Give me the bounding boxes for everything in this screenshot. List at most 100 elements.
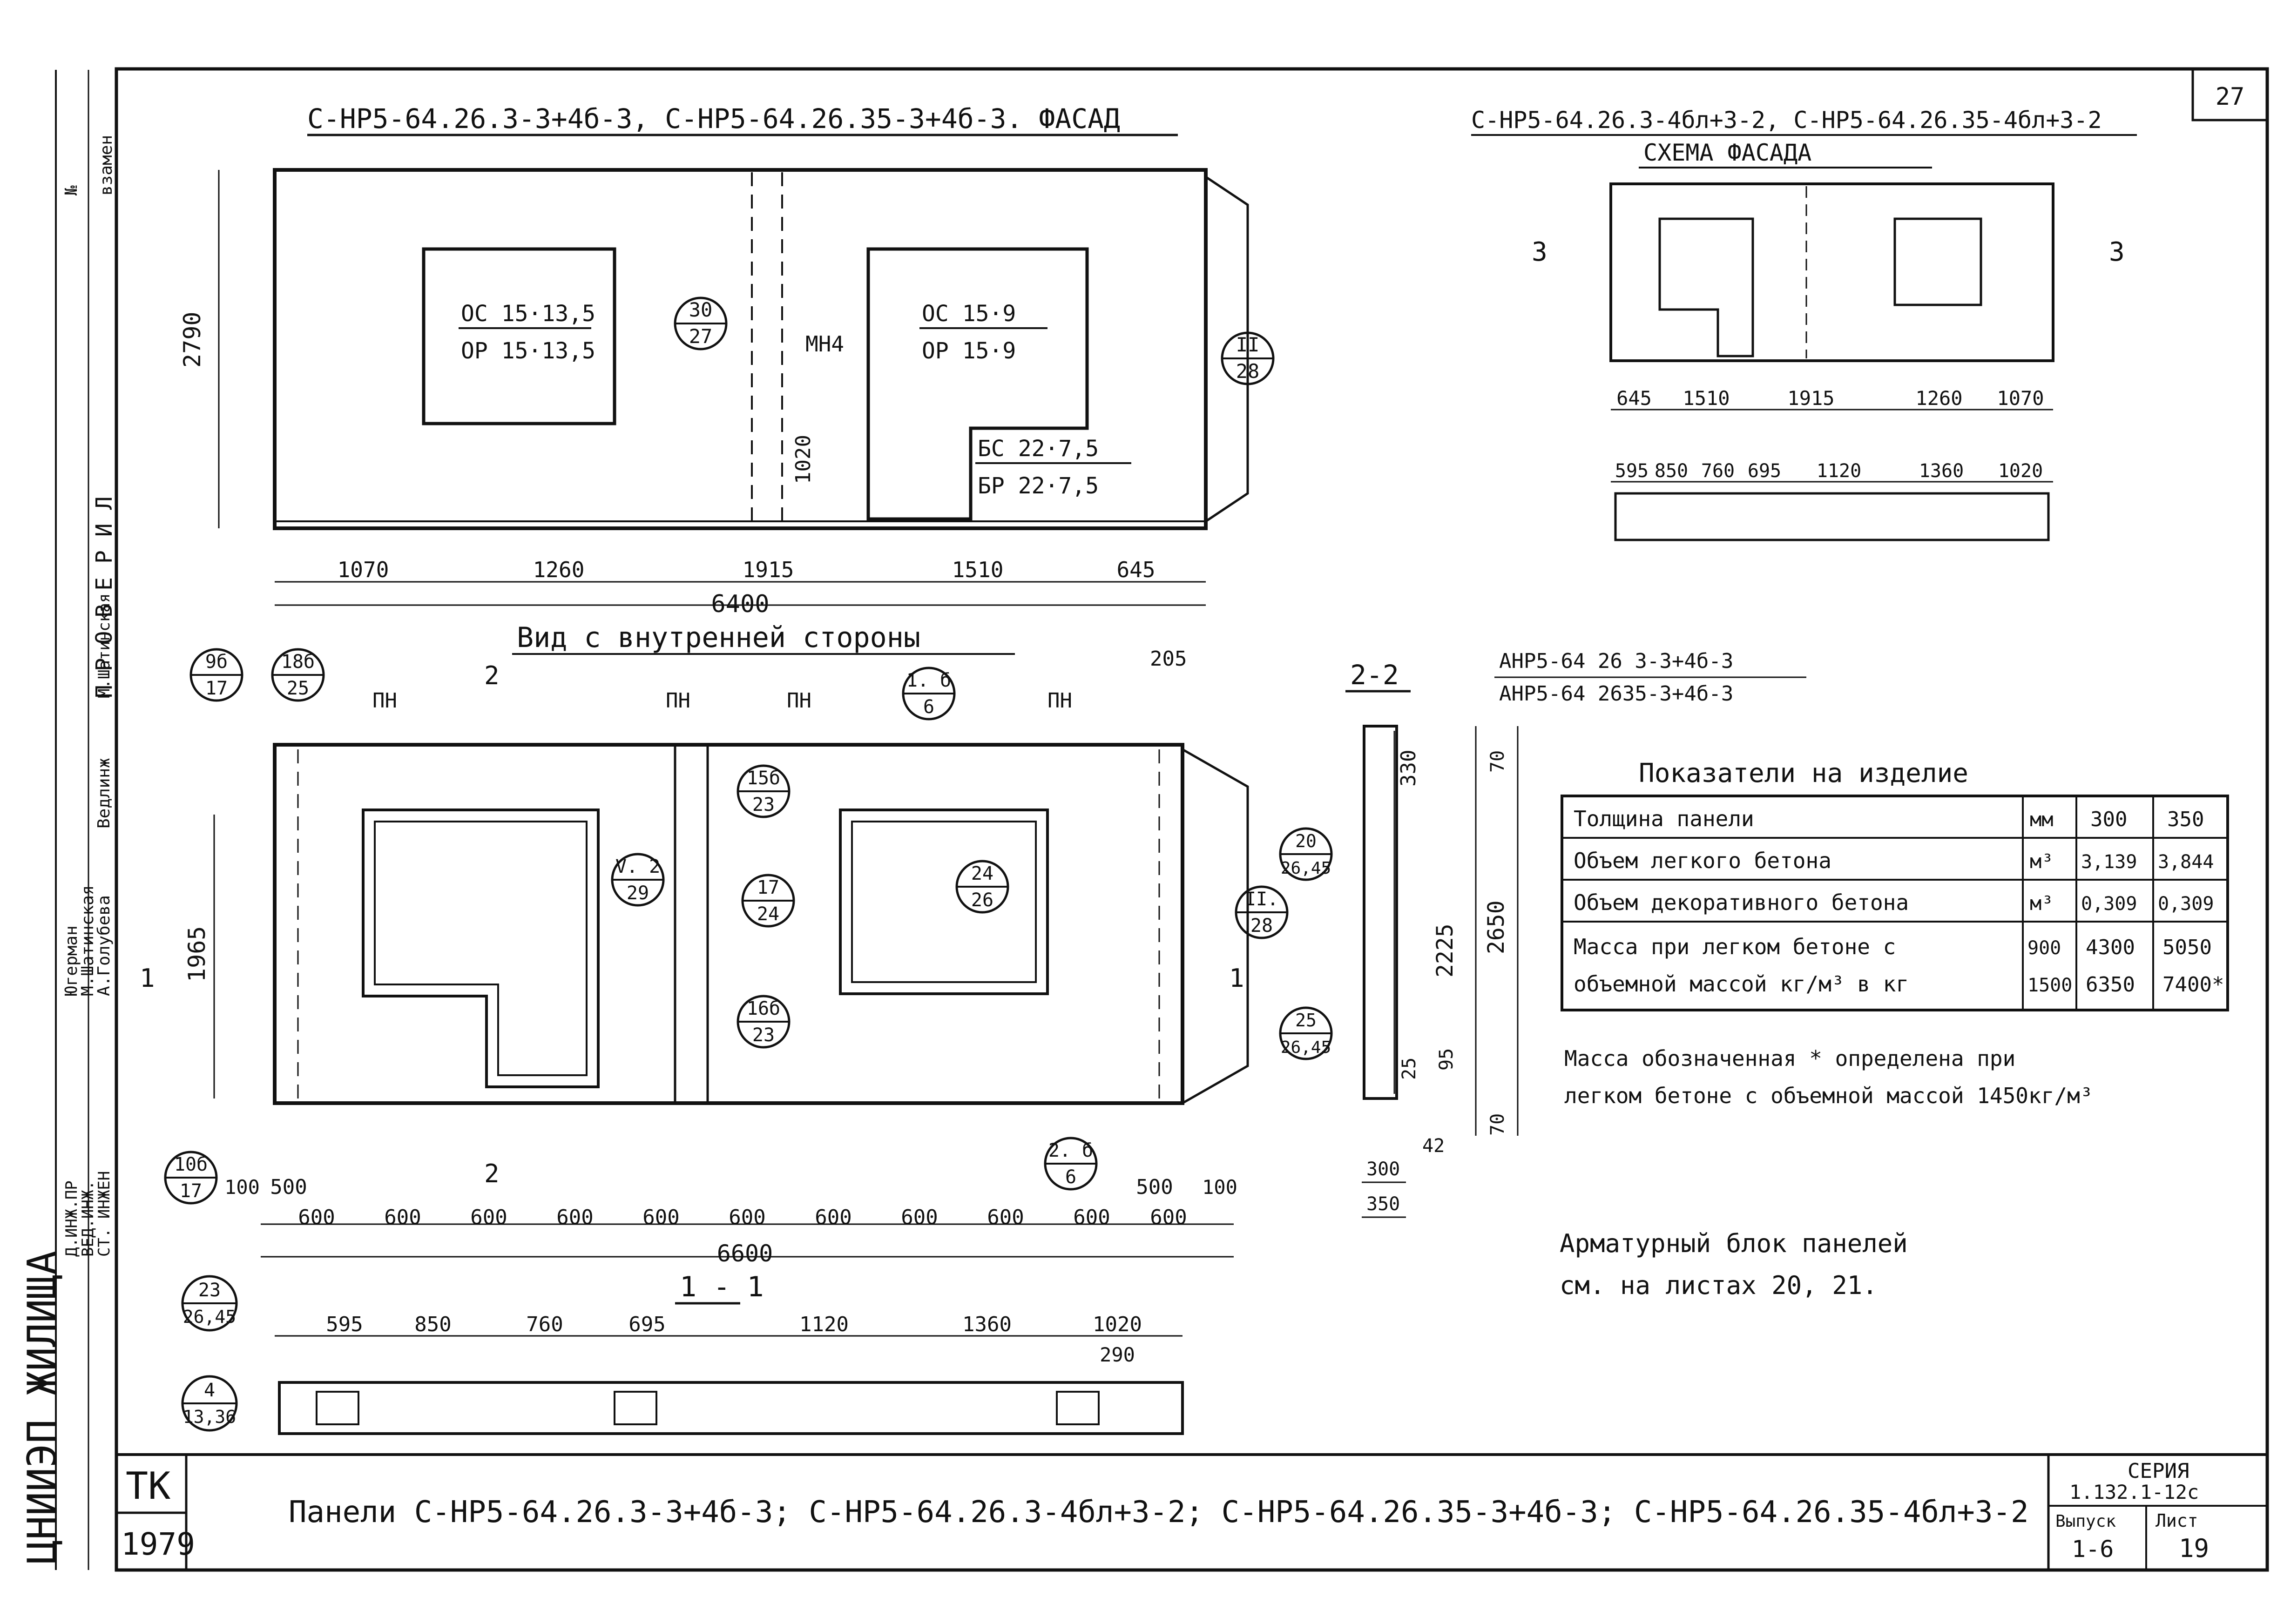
indicators-table [1561, 795, 2229, 1011]
scheme-dim-top-1: 645 [1616, 387, 1652, 410]
window-left-line2: ОР 15·13,5 [461, 338, 595, 364]
mass-350-900: 5050 [2162, 936, 2212, 959]
mass-300-900: 4300 [2086, 936, 2135, 959]
side-name-4: Ведлинж [95, 758, 114, 829]
mass-label-line2: объемной массой кг/м³ в кг [1574, 971, 1909, 997]
callout-9b-17: 9б 17 [189, 648, 243, 702]
svg-text:28: 28 [1250, 915, 1273, 937]
scheme-dim-bot-4: 695 [1748, 460, 1781, 482]
inside-overall-dim: 6600 [717, 1240, 773, 1267]
svg-text:24: 24 [757, 903, 779, 925]
svg-text:0,309: 0,309 [2158, 893, 2214, 915]
svg-text:600: 600 [384, 1206, 421, 1229]
s22-dim-2225: 2225 [1432, 923, 1458, 977]
callout-18b-25: 18б 25 [271, 648, 325, 702]
section-1-left: 1 [140, 964, 155, 993]
svg-text:18б: 18б [281, 651, 315, 673]
svg-text:13,36: 13,36 [183, 1407, 236, 1427]
svg-text:23: 23 [752, 1024, 775, 1046]
pn-label-1: ПН [372, 689, 397, 713]
scheme-subtitle: СХЕМА ФАСАДА [1643, 139, 1811, 166]
side-name-5: М.Шатинская [95, 593, 114, 698]
sheet-number-box [2191, 67, 2269, 121]
s11-dim-1: 595 [326, 1313, 363, 1336]
pn-label-4: ПН [1047, 689, 1072, 713]
stamp-title: Панели С-НР5-64.26.3-3+4б-3; С-НР5-64.26… [289, 1495, 2029, 1530]
facade-title: С-НР5-64.26.3-3+4б-3, С-НР5-64.26.35-3+4… [307, 103, 1120, 135]
s22-dim-95: 95 [1436, 1048, 1457, 1071]
svg-text:600: 600 [556, 1206, 593, 1229]
callout-30-27 [674, 296, 728, 350]
side-org-vertical: ЦНИИЭП ЖИЛИЩА [19, 1251, 66, 1564]
callout-15b-23: 15б 23 [737, 764, 791, 818]
svg-text:1. б: 1. б [906, 670, 951, 691]
svg-text:II.: II. [1245, 889, 1278, 910]
scheme-section-3-right: 3 [2109, 237, 2125, 267]
mh4-label: МН4 [805, 331, 844, 357]
callout-ii-28 [1221, 331, 1275, 385]
section-11-profile [278, 1381, 1184, 1435]
svg-text:600: 600 [1073, 1206, 1110, 1229]
scheme-title: С-НР5-64.26.3-4бл+3-2, С-НР5-64.26.35-4б… [1471, 107, 2102, 134]
mass-350-1500: 7400* [2162, 973, 2224, 997]
section-2-top: 2 [484, 661, 500, 690]
section-22-mark-1: АНР5-64 26 3-3+4б-3 [1499, 649, 1733, 673]
facade-end-profile [1205, 175, 1249, 523]
mass-label-line1: Масса при легком бетоне с [1574, 934, 1896, 959]
s22-dim-70-bottom: 70 [1487, 1113, 1508, 1136]
svg-text:3,844: 3,844 [2158, 851, 2214, 873]
window-left [422, 247, 616, 425]
svg-text:29: 29 [627, 883, 649, 904]
side-name-3: А.Голубева [95, 895, 114, 996]
svg-text:26,45: 26,45 [1281, 859, 1331, 878]
stamp-org: ТК [126, 1464, 170, 1508]
scheme-opening-right [1893, 217, 1982, 306]
s11-dim-2: 850 [414, 1313, 451, 1336]
callout-16b-23: 16б 23 [737, 995, 791, 1049]
svg-text:27: 27 [689, 325, 713, 348]
scheme-opening-left [1658, 217, 1754, 357]
facade-dim-1: 1070 [338, 557, 389, 582]
svg-text:м³: м³ [2030, 850, 2054, 873]
svg-text:26: 26 [971, 889, 993, 911]
svg-text:17: 17 [757, 877, 779, 898]
svg-text:600: 600 [987, 1206, 1024, 1229]
issue-label: Выпуск [2055, 1512, 2116, 1531]
facade-dim-chain [275, 581, 1206, 606]
s22-dim-2650: 2650 [1483, 900, 1509, 954]
s22-dim-25: 25 [1399, 1058, 1420, 1080]
inside-dim-600-chain: 600 600 600 600 600 600 600 600 600 600 … [298, 1206, 1187, 1229]
svg-text:6: 6 [1065, 1166, 1076, 1188]
side-role-3: СТ. ИНЖЕН [95, 1171, 114, 1257]
s11-dim-6: 1360 [962, 1313, 1012, 1336]
scheme-dim-top-4: 1260 [1915, 387, 1962, 410]
s11-dim-290: 290 [1100, 1343, 1135, 1366]
mass-density-1500: 1500 [2027, 975, 2072, 996]
s11-dim-7: 1020 [1093, 1313, 1142, 1336]
side-proveril: П Р О В Е Р И Л [91, 497, 117, 698]
inside-opening-right [839, 809, 1049, 995]
svg-text:15б: 15б [747, 768, 780, 789]
window-left-line1: ОС 15·13,5 [461, 301, 595, 327]
svg-text:м³: м³ [2030, 892, 2054, 915]
dim-100-right: 100 [1202, 1176, 1237, 1199]
side-name-2: М.Шатинская [78, 885, 97, 996]
note-line2: легком бетоне с объемной массой 1450кг/м… [1564, 1083, 2093, 1108]
note-line1: Масса обозначенная * определена при [1564, 1046, 2015, 1071]
dim-100: 100 [224, 1176, 260, 1199]
s22-dim-70-top: 70 [1487, 750, 1508, 773]
callout-25-2645: 25 26,45 [1279, 1006, 1333, 1060]
inside-height-dim: 1965 [183, 926, 210, 982]
side-role-2: ВЕД.ИНЖ. [79, 1180, 97, 1257]
callout-23-2645: 23 26,45 [181, 1275, 238, 1332]
svg-text:17: 17 [180, 1180, 202, 1202]
svg-text:26,45: 26,45 [183, 1307, 236, 1327]
indicators-row-3: Объем декоративного бетона м³ 0,309 0,30… [1574, 890, 2214, 915]
svg-text:25: 25 [1295, 1010, 1317, 1031]
s11-dim-3: 760 [526, 1313, 563, 1336]
issue-value: 1-6 [2072, 1536, 2114, 1563]
facade-dim-3: 1915 [743, 557, 794, 582]
scheme-section-profile [1614, 492, 2050, 541]
side-no: № [62, 185, 81, 196]
